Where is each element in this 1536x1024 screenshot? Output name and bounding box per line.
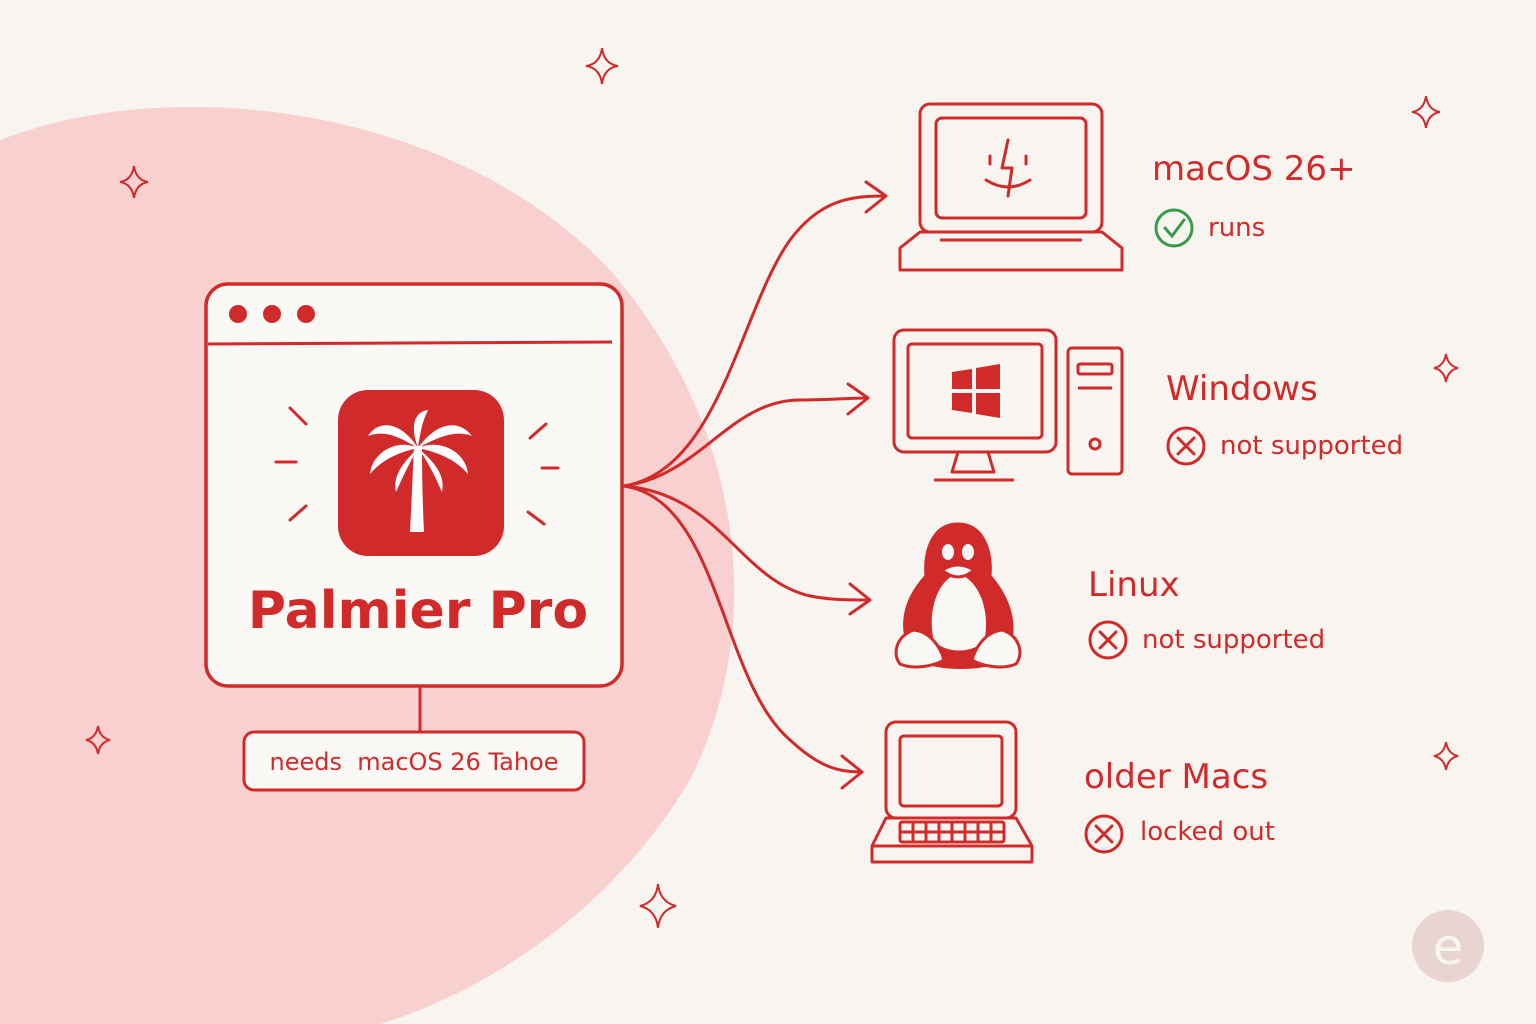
sparkle-decorations	[85, 47, 1459, 929]
platform-name-older-macs: older Macs	[1084, 757, 1268, 797]
sparkle-icon	[1433, 353, 1459, 383]
platform-name-linux: Linux	[1088, 565, 1180, 605]
sparkle-icon	[1411, 95, 1441, 129]
sparkle-icon	[85, 725, 111, 755]
arrowhead-icon	[864, 180, 888, 214]
arrow-to-older-macs	[622, 484, 862, 774]
windows-desktop-icon	[892, 328, 1124, 482]
window-dot-icon	[263, 305, 281, 323]
arrow-to-linux	[622, 484, 870, 602]
arrow-to-macos	[622, 194, 886, 488]
platform-status-linux: not supported	[1142, 625, 1325, 655]
window-dot-icon	[297, 305, 315, 323]
x-circle-icon	[1084, 814, 1124, 854]
platform-name-windows: Windows	[1166, 369, 1318, 409]
platform-status-macos: runs	[1208, 213, 1265, 243]
arrowhead-icon	[846, 382, 870, 416]
highlight-rays	[274, 406, 560, 526]
tux-penguin-icon	[894, 522, 1022, 669]
platform-name-macos: macOS 26+	[1152, 149, 1356, 189]
sparkle-icon	[585, 47, 619, 85]
connector-arrows	[622, 180, 888, 790]
sparkle-icon	[639, 883, 677, 929]
old-laptop-icon	[870, 720, 1034, 864]
arrowhead-icon	[840, 754, 864, 790]
x-circle-icon	[1088, 620, 1128, 660]
platform-status-windows: not supported	[1220, 431, 1403, 461]
watermark-logo: e	[1412, 910, 1484, 982]
sparkle-icon	[119, 165, 149, 199]
check-circle-icon	[1154, 208, 1194, 248]
platform-status-older-macs: locked out	[1140, 817, 1275, 847]
arrow-to-windows	[622, 396, 868, 488]
requirement-label: needs macOS 26 Tahoe	[270, 748, 559, 776]
app-window-titlebar-divider	[207, 340, 613, 346]
arrowhead-icon	[848, 582, 872, 616]
watermark-letter: e	[1433, 918, 1464, 976]
x-circle-icon	[1166, 426, 1206, 466]
requirement-tag: needs macOS 26 Tahoe	[242, 686, 586, 792]
app-name-label: Palmier Pro	[248, 581, 588, 641]
window-dot-icon	[229, 305, 247, 323]
sparkle-icon	[1433, 741, 1459, 771]
app-window: Palmier Pro	[204, 282, 624, 688]
palm-tree-icon	[338, 390, 504, 556]
finder-laptop-icon	[898, 102, 1124, 272]
